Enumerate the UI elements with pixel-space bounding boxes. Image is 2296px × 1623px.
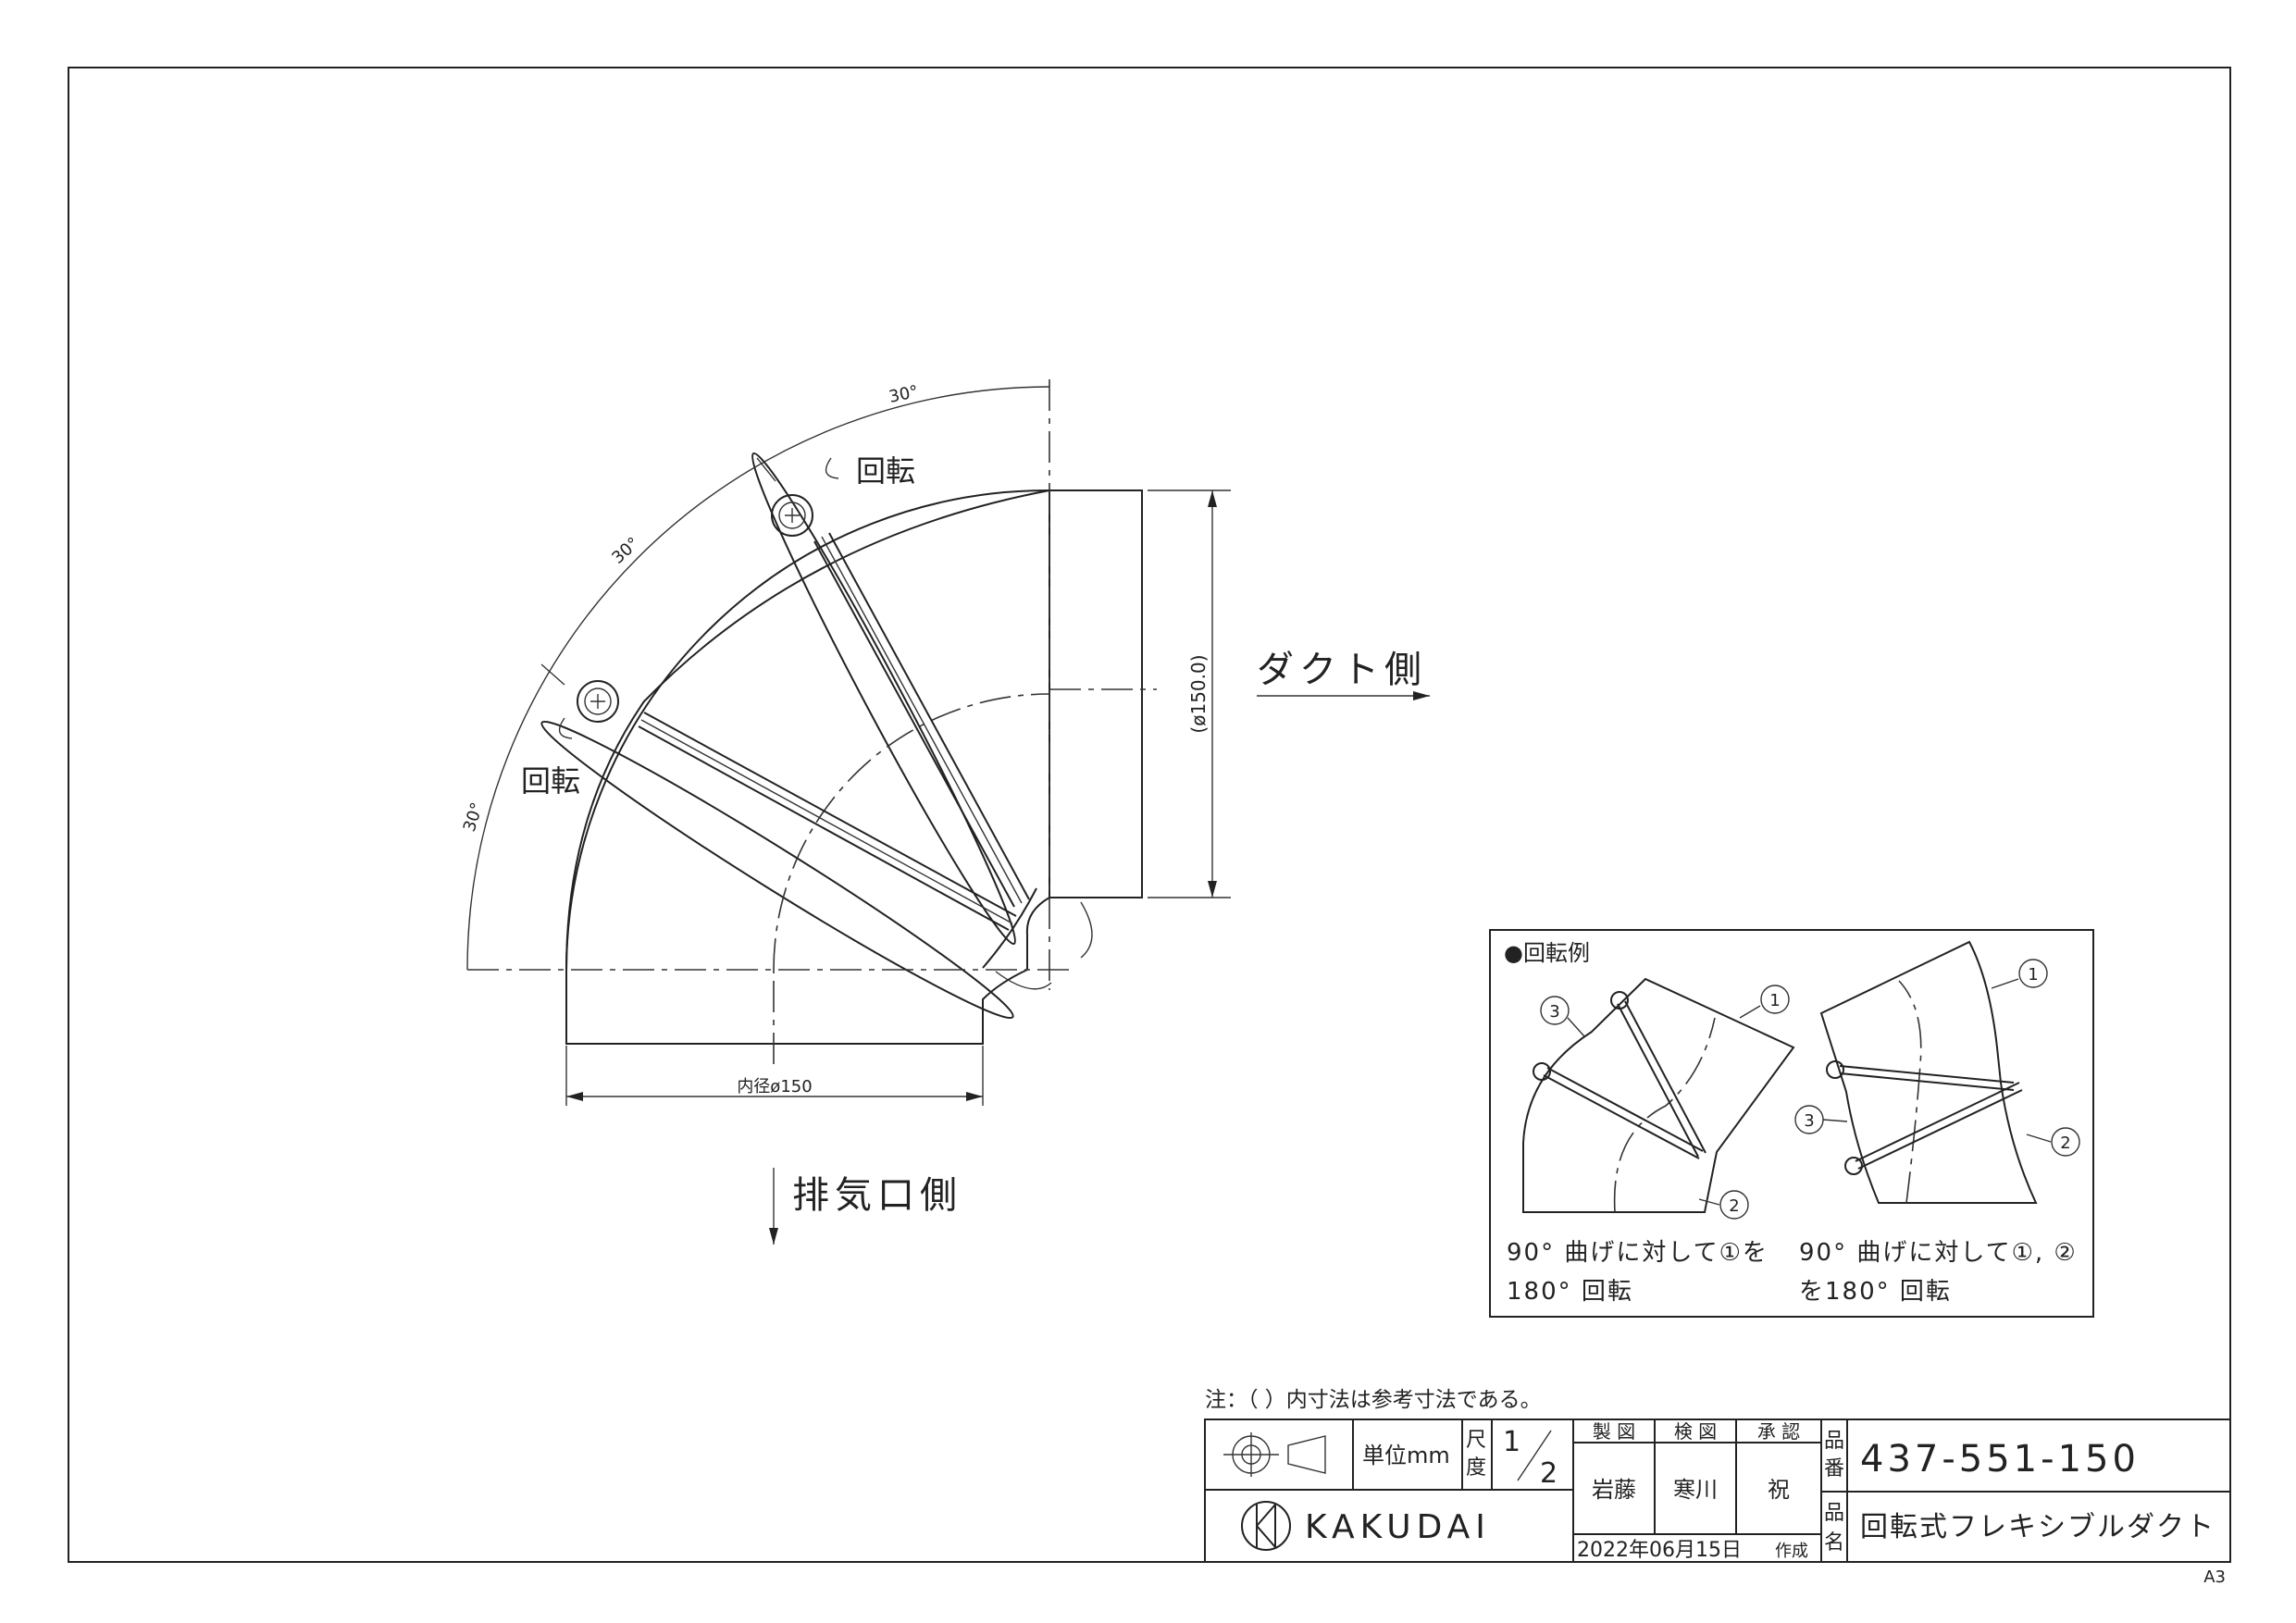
inset-right-elbow <box>1819 940 2038 1204</box>
rotate-arrow-right <box>1080 901 1093 959</box>
part-name-label-2: 名 <box>1824 1531 1844 1555</box>
hdr-approved: 承 認 <box>1757 1420 1800 1443</box>
callout-1b: 1 <box>2028 965 2038 985</box>
caption-left-line2: 180° 回転 <box>1507 1278 1633 1306</box>
created: 作成 <box>1775 1542 1808 1561</box>
inset-left-elbow <box>1522 977 1795 1213</box>
dim-angle-1: 30° <box>887 382 921 407</box>
part-name-label-1: 品 <box>1824 1502 1844 1525</box>
rotate-arrow-left <box>558 717 573 739</box>
date: 2022年06月15日 <box>1577 1539 1742 1562</box>
hdr-checked: 検 図 <box>1674 1420 1717 1443</box>
part-no-label-1: 品 <box>1824 1430 1844 1453</box>
centerline-bend <box>773 693 1050 971</box>
scale-label-1: 尺 <box>1466 1429 1486 1452</box>
label-rotate-top: 回転 <box>856 453 915 489</box>
rod-upper <box>813 532 1030 908</box>
name-checked: 寒川 <box>1673 1477 1718 1503</box>
brand: KAKUDAI <box>1305 1508 1491 1546</box>
part-no: 437-551-150 <box>1860 1438 2140 1481</box>
inset-title: ●回転例 <box>1504 940 1590 966</box>
name-approved: 祝 <box>1768 1477 1790 1503</box>
rotate-arrow-bottom <box>995 971 1052 990</box>
label-rotate-left: 回転 <box>521 763 580 799</box>
rod-lower <box>638 712 1017 931</box>
elbow-main-view <box>466 379 1157 1064</box>
sheet-size: A3 <box>2203 1567 2226 1587</box>
note: 注：（ ）内寸法は参考寸法である。 <box>1205 1388 1542 1412</box>
callout-1a-circle <box>1760 985 1790 1014</box>
part-name: 回転式フレキシブルダクト <box>1860 1511 2215 1543</box>
elbow-outer-contour <box>565 489 1143 1045</box>
callout-2b-circle <box>2051 1127 2080 1157</box>
hdr-drawn: 製 図 <box>1593 1420 1635 1443</box>
inset-rotation-example: ●回転例 3 1 2 90° 曲げに対して①を 180° 回転 1 <box>1489 929 2094 1318</box>
dim-angle-2: 30° <box>608 534 643 568</box>
title-block: 単位mm 尺 度 1 2 製 図 検 図 承 認 岩藤 寒川 祝 品 番 437… <box>1204 1419 2231 1563</box>
projection-symbol <box>1223 1432 1326 1477</box>
fastener-upper <box>771 494 813 537</box>
callout-3a: 3 <box>1549 1002 1559 1022</box>
caption-left-line1: 90° 曲げに対して①を <box>1507 1239 1769 1267</box>
callout-2b: 2 <box>2060 1134 2070 1153</box>
brand-logo-icon <box>1241 1501 1291 1551</box>
dim-inner-diameter: 内径ø150 <box>737 1077 812 1096</box>
fastener-lower <box>577 680 619 723</box>
scale-label-2: 度 <box>1466 1456 1486 1480</box>
elbow-inner-arc <box>982 887 1037 969</box>
dim-diameter-ref: (ø150.0) <box>1187 654 1210 733</box>
label-duct-side: ダクト側 <box>1257 649 1427 691</box>
sheet-border <box>68 67 2231 1563</box>
rotate-arrow-top <box>825 457 839 479</box>
seam-lower <box>540 720 1014 1020</box>
caption-right-line2: を180° 回転 <box>1799 1278 1952 1306</box>
angle-dimension-arc <box>466 386 1050 971</box>
name-drawn: 岩藤 <box>1592 1477 1636 1503</box>
scale-den: 2 <box>1540 1457 1558 1490</box>
unit-label: 単位mm <box>1362 1443 1450 1468</box>
elbow-outer-arc <box>565 489 1050 971</box>
callout-1a: 1 <box>1769 991 1780 1010</box>
seam-upper <box>751 452 1016 946</box>
callout-3a-circle <box>1540 996 1570 1025</box>
callout-2a: 2 <box>1729 1196 1739 1216</box>
callout-3b: 3 <box>1804 1111 1814 1131</box>
part-no-label-2: 番 <box>1824 1457 1844 1481</box>
scale-num: 1 <box>1503 1426 1520 1458</box>
caption-right-line1: 90° 曲げに対して①, ② <box>1799 1239 2078 1267</box>
callout-1b-circle <box>2018 959 2048 988</box>
label-exhaust-side: 排気口側 <box>792 1174 962 1217</box>
callout-2a-circle <box>1719 1190 1749 1220</box>
dim-angle-3: 30° <box>460 800 488 835</box>
